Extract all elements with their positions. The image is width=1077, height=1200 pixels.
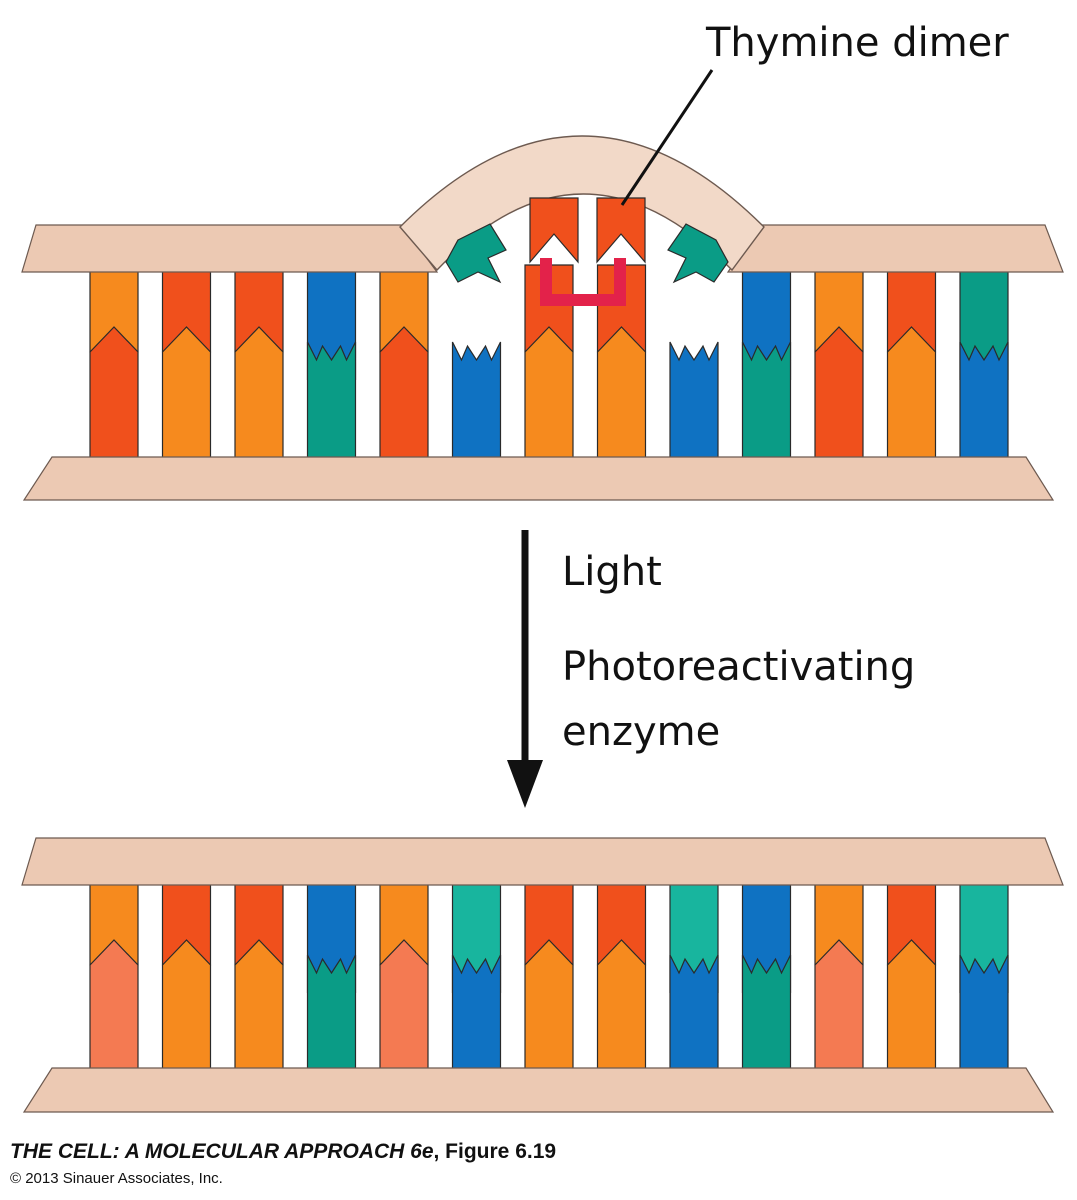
enzyme-label-line2: enzyme xyxy=(562,709,720,755)
top-dna-base-pairs xyxy=(89,264,1009,473)
bottom-lower-backbone xyxy=(22,1067,1055,1113)
top-lower-base-thymine xyxy=(234,326,284,473)
copyright-notice: © 2013 Sinauer Associates, Inc. xyxy=(10,1170,223,1187)
bottom-lower-base-thymine xyxy=(161,939,212,1081)
top-upper-backbone-left xyxy=(21,224,439,273)
bottom-lower-base-adenine xyxy=(379,939,429,1081)
top-lower-base-cytosine xyxy=(306,341,357,473)
top-lower-base-thymine xyxy=(161,326,212,473)
top-lower-base-cytosine xyxy=(741,341,792,473)
displaced-cytosine-right xyxy=(667,223,729,284)
top-lower-base-guanine xyxy=(451,341,502,473)
bottom-lower-base-adenine xyxy=(89,939,139,1081)
dimer-thymine-1 xyxy=(529,197,579,264)
top-lower-base-guanine xyxy=(959,341,1009,473)
bottom-lower-base-thymine xyxy=(524,939,574,1081)
book-title: THE CELL: A MOLECULAR APPROACH 6e xyxy=(10,1140,434,1163)
bottom-lower-base-guanine xyxy=(451,954,502,1081)
bottom-lower-base-thymine xyxy=(886,939,937,1081)
bottom-lower-base-cytosine xyxy=(741,954,792,1081)
top-dna-strands xyxy=(21,224,1064,501)
bottom-lower-base-guanine xyxy=(669,954,719,1081)
figure-credit-title: THE CELL: A MOLECULAR APPROACH 6e, Figur… xyxy=(10,1140,556,1164)
light-label: Light xyxy=(562,549,662,595)
top-lower-base-thymine xyxy=(886,326,937,473)
bottom-lower-base-adenine xyxy=(814,939,864,1081)
top-lower-base-thymine xyxy=(596,326,647,473)
figure-number: , Figure 6.19 xyxy=(433,1140,557,1163)
top-upper-backbone-right xyxy=(726,224,1064,273)
bottom-lower-base-thymine xyxy=(234,939,284,1081)
bottom-upper-backbone xyxy=(21,837,1064,886)
top-lower-base-thymine xyxy=(524,326,574,473)
reaction-arrowhead xyxy=(507,760,543,808)
top-lower-base-adenine xyxy=(814,326,864,473)
top-lower-base-guanine xyxy=(669,341,719,473)
top-lower-base-adenine xyxy=(379,326,429,473)
bottom-dna-strands xyxy=(21,837,1064,1113)
top-lower-base-adenine xyxy=(89,326,139,473)
bottom-lower-base-cytosine xyxy=(306,954,357,1081)
displaced-cytosine-left xyxy=(445,223,507,284)
thymine-dimer-label: Thymine dimer xyxy=(705,20,1009,66)
photoreactivating-enzyme-arch xyxy=(399,135,765,272)
bottom-dna-base-pairs xyxy=(89,879,1009,1081)
dimer-thymine-2 xyxy=(596,197,646,264)
photolyase-enzyme xyxy=(399,135,765,306)
top-lower-backbone xyxy=(22,456,1055,501)
bottom-lower-base-guanine xyxy=(959,954,1009,1081)
dimer-label-leader-line xyxy=(620,69,714,206)
enzyme-label-line1: Photoreactivating xyxy=(562,644,915,690)
bottom-lower-base-thymine xyxy=(596,939,647,1081)
thymine-dimer-bond xyxy=(540,258,626,306)
